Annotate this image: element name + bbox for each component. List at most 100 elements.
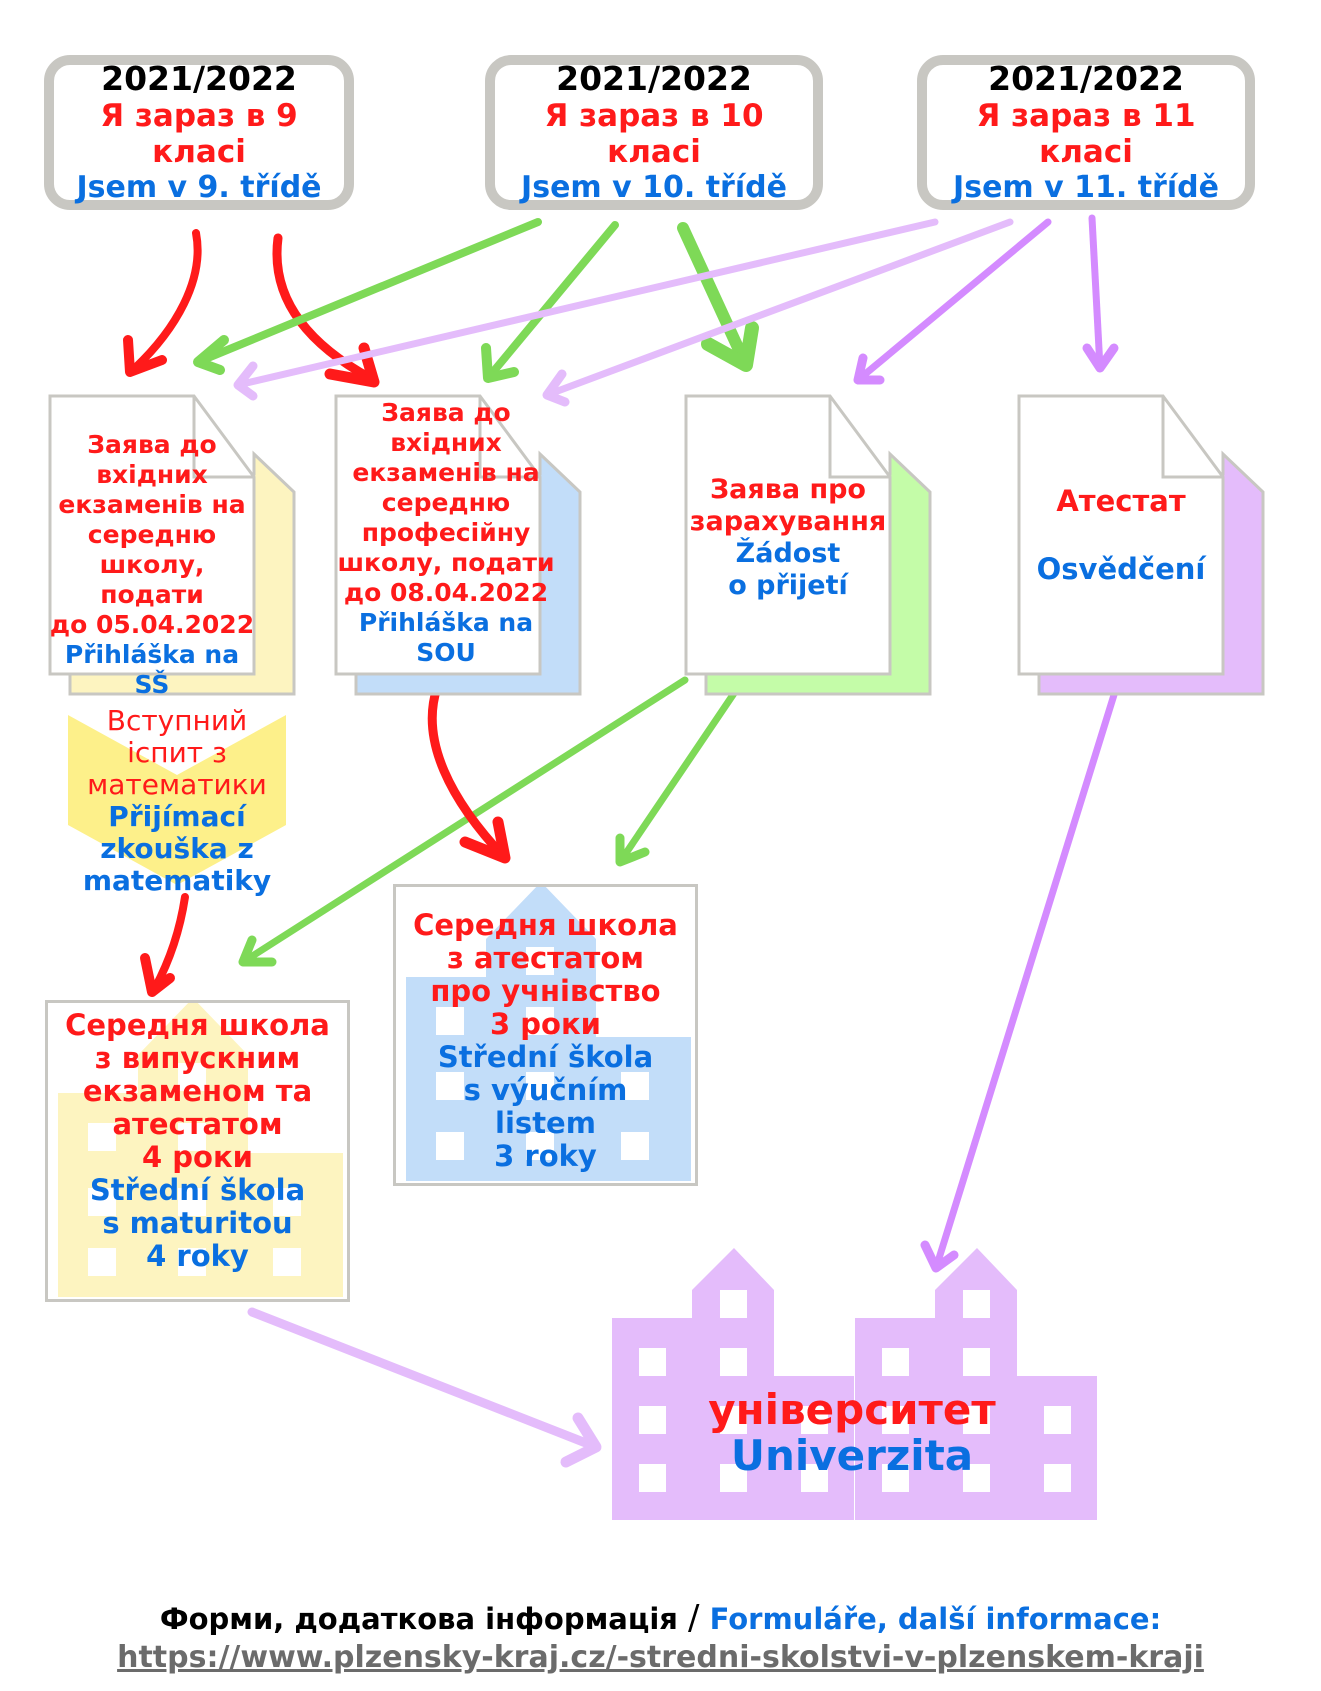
text-line: до 05.04.2022 (49, 610, 255, 639)
text-line: Середня школа (413, 908, 678, 942)
building-window (526, 947, 554, 975)
building-window (88, 1188, 116, 1216)
building-window (436, 1007, 464, 1035)
text-line: Střední škola (89, 1173, 306, 1207)
building-window (720, 1290, 747, 1318)
footer-info: Форми, додаткова інформація / Formuláře,… (0, 1598, 1321, 1638)
building-window (436, 1132, 464, 1160)
text-line: іспит з (127, 736, 227, 769)
building-shape (612, 1248, 854, 1520)
building-window (720, 1464, 747, 1492)
building-window (801, 1464, 828, 1492)
school-year: 2021/2022 (101, 58, 297, 98)
text-line: Вступний (106, 704, 248, 737)
building-window (621, 1072, 649, 1100)
building-window (639, 1464, 666, 1492)
info-link[interactable]: https://www.plzensky-kraj.cz/-stredni-sk… (117, 1640, 1204, 1675)
arrow-shaft (484, 221, 619, 382)
building-window (720, 1348, 747, 1376)
text-line: Атестат (1056, 484, 1186, 518)
arrow-shaft (677, 222, 752, 371)
grade-label-ua: Я зараз в 9 класі (100, 97, 298, 170)
arrow-shaft (932, 678, 1122, 1272)
text-line: Середня школа (65, 1008, 330, 1042)
grade-label-ua: Я зараз в 11 класі (976, 97, 1196, 170)
building-window (882, 1406, 909, 1434)
document-icon (334, 394, 582, 696)
university-label-ua: університет (708, 1385, 996, 1434)
arrow-head (481, 343, 519, 383)
text-line: атестатом (112, 1107, 283, 1141)
footer-label-ua: Форми, додаткова інформація (159, 1602, 678, 1636)
text-line: Заява до (87, 430, 217, 459)
building-window (273, 1248, 301, 1276)
arrow-head (560, 1412, 602, 1468)
building-window (88, 1123, 116, 1151)
text-line: SOU (416, 638, 476, 667)
document-icon (48, 394, 296, 696)
arrow-head (123, 335, 167, 377)
document-label-cz: Přihláška na SŠ (44, 640, 260, 700)
text-line: s výučním (463, 1073, 628, 1107)
text-line: 4 роки (142, 1140, 253, 1174)
text-line: listem (495, 1106, 596, 1140)
grade-label-cz: Jsem v 10. třídě (521, 169, 787, 205)
text-line: середню (87, 520, 217, 549)
text-line: вхідних (390, 428, 502, 457)
text-line: Заява про (710, 474, 866, 505)
building-window (801, 1406, 828, 1434)
arrow-shaft (543, 218, 1014, 399)
arrow-head (324, 342, 380, 388)
footer-label-cz: Formuláře, další informace: (709, 1602, 1162, 1636)
text-line: екзаменів на (58, 490, 246, 519)
arrow-9-to-ss (123, 229, 202, 377)
arrow-head (193, 335, 229, 375)
text-line: 3 роки (490, 1007, 601, 1041)
arrow-shaft (272, 233, 375, 383)
text-line: про учнівство (430, 974, 661, 1008)
university: університет Univerzita (602, 1248, 1102, 1528)
arrow-11-to-admission (853, 218, 1052, 385)
text-line: Žádost (735, 538, 841, 569)
building-window (1044, 1464, 1071, 1492)
text-line: Střední škola (437, 1040, 654, 1074)
building-window (720, 1406, 747, 1434)
building-window (963, 1406, 990, 1434)
arrow-11-to-ss (233, 218, 939, 401)
text-line: зарахування (689, 506, 887, 537)
grade-box-10: 2021/2022 Я зараз в 10 класі Jsem v 10. … (485, 55, 823, 210)
building-window (88, 1248, 116, 1276)
building-window (178, 1063, 206, 1091)
document-icon (1017, 394, 1265, 696)
text-line: matematiky (82, 864, 272, 897)
arrow-shaft (616, 676, 747, 866)
text-line: o přijetí (728, 570, 848, 601)
arrow-head (853, 353, 885, 385)
text-line: 3 roky (494, 1139, 597, 1173)
building-window (963, 1348, 990, 1376)
arrow-shaft (427, 683, 510, 863)
arrow-head (701, 321, 759, 372)
building-window (882, 1348, 909, 1376)
arrow-shaft (194, 218, 542, 366)
text-line: 4 roky (146, 1239, 249, 1273)
building-window (178, 1248, 206, 1276)
grade-box-9: 2021/2022 Я зараз в 9 класі Jsem v 9. tř… (44, 55, 354, 210)
arrow-shaft (1088, 214, 1104, 372)
building-window (178, 1188, 206, 1216)
